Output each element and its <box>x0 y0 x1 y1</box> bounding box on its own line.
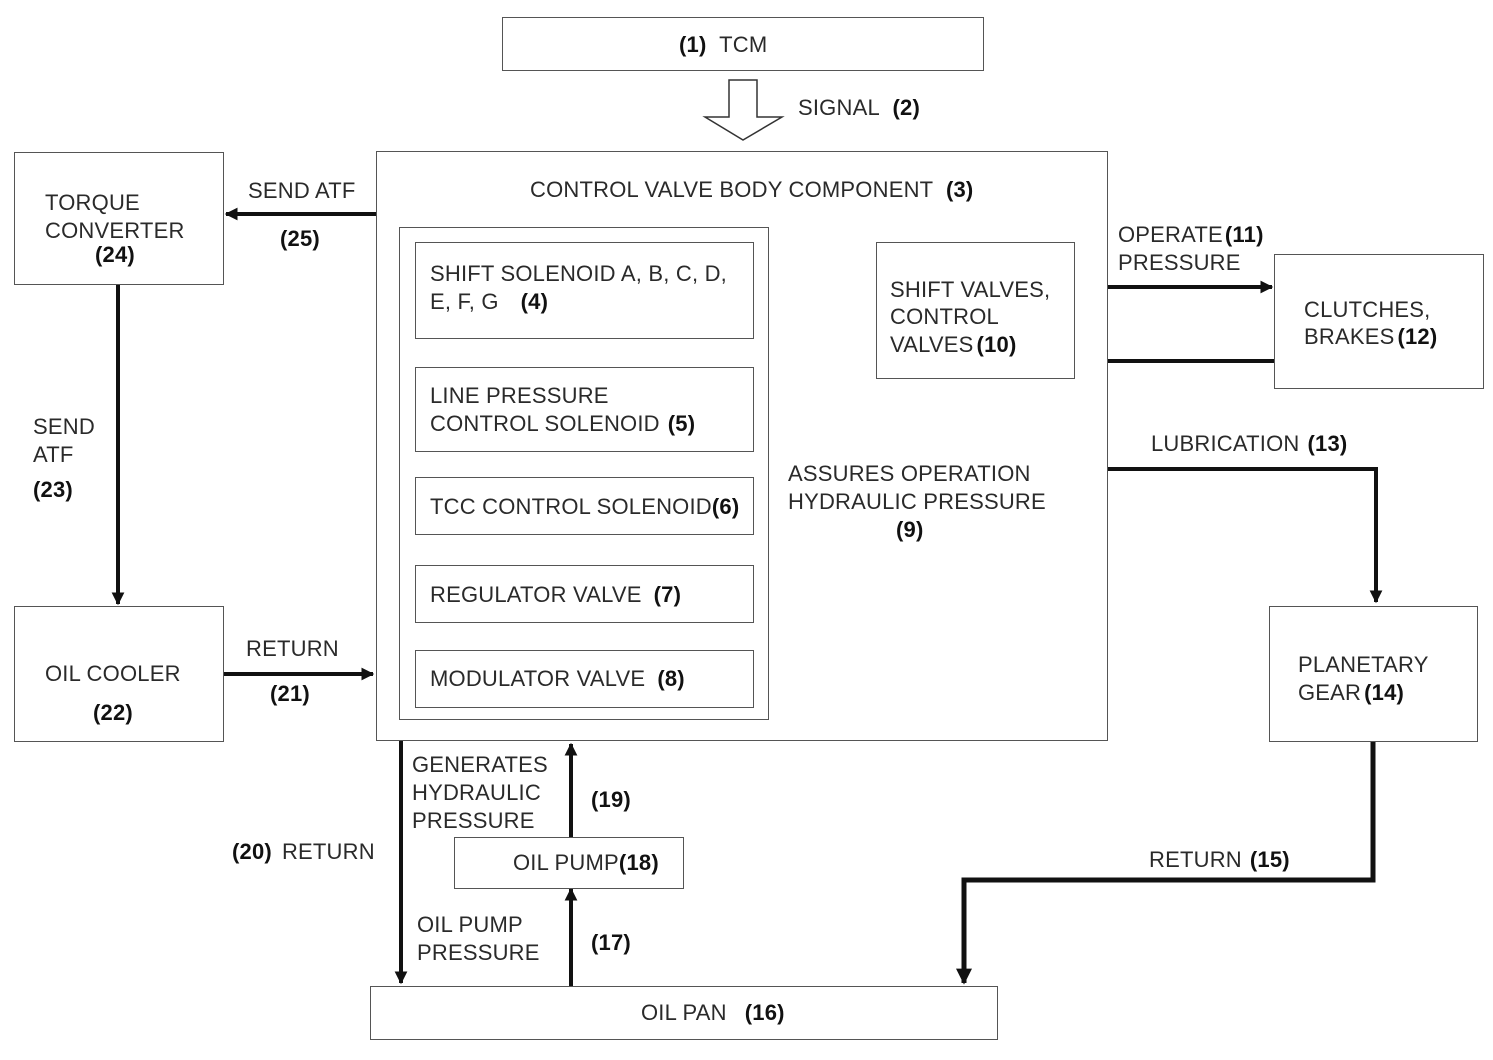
return-15-arrow <box>955 741 1376 985</box>
shift-solenoid-line2: E, F, G (4) <box>430 288 548 316</box>
assures-line1: ASSURES OPERATION <box>788 461 1031 486</box>
tcm-text: TCM <box>719 32 768 57</box>
generates-line1: GENERATES <box>412 752 548 777</box>
tcm-label: (1) TCM <box>679 31 767 59</box>
send-atf-23-line2: ATF <box>33 442 74 467</box>
generates-line3: PRESSURE <box>412 808 535 833</box>
oil-pump-pressure-num: (17) <box>591 930 631 955</box>
clutches-text2: BRAKES <box>1304 324 1395 349</box>
line-pressure-solenoid-text2: CONTROL SOLENOID <box>430 411 660 436</box>
planetary-gear-line2: GEAR(14) <box>1298 679 1404 707</box>
return-21-num: (21) <box>270 681 310 706</box>
torque-converter-box <box>14 152 224 285</box>
line-pressure-solenoid-box <box>415 367 754 452</box>
line-pressure-solenoid-line2: CONTROL SOLENOID (5) <box>430 410 695 438</box>
clutches-num: (12) <box>1397 324 1438 349</box>
return-21-label: RETURN <box>246 636 339 661</box>
modulator-valve-text: MODULATOR VALVE <box>430 666 646 691</box>
send-atf-23-num: (23) <box>33 477 73 502</box>
line-pressure-solenoid-num: (5) <box>667 411 696 436</box>
shift-valves-line2: CONTROL <box>890 304 999 329</box>
control-valve-body-num: (3) <box>945 177 974 202</box>
operate-pressure-line2: PRESSURE <box>1118 250 1241 275</box>
oil-pump-num: (18) <box>618 850 659 875</box>
oil-pan-text: OIL PAN <box>641 1000 727 1025</box>
oil-cooler-label: OIL COOLER <box>45 661 181 686</box>
planetary-gear-num: (14) <box>1364 680 1405 705</box>
return-20-label: (20) RETURN <box>232 838 375 866</box>
return-20-num: (20) <box>232 839 272 864</box>
lubrication-text: LUBRICATION <box>1151 431 1300 456</box>
planetary-gear-box <box>1269 606 1478 742</box>
assures-line2: HYDRAULIC PRESSURE <box>788 489 1046 514</box>
shift-valves-box <box>876 242 1075 379</box>
return-15-text: RETURN <box>1149 847 1242 872</box>
modulator-valve-box <box>415 650 754 708</box>
lubrication-arrow <box>1108 467 1383 604</box>
regulator-valve-num: (7) <box>653 582 682 607</box>
oil-pan-label: OIL PAN (16) <box>641 999 785 1027</box>
torque-converter-line2: CONVERTER <box>45 218 185 243</box>
send-atf-25-label: SEND ATF <box>248 178 356 203</box>
shift-valves-text3: VALVES <box>890 332 974 357</box>
tcc-solenoid-num: (6) <box>711 494 740 519</box>
modulator-valve-num: (8) <box>657 666 685 691</box>
oil-cooler-box <box>14 606 224 742</box>
send-atf-23-line1: SEND <box>33 414 95 439</box>
shift-solenoid-box <box>415 242 754 339</box>
clutches-line1: CLUTCHES, <box>1304 297 1431 322</box>
generates-num: (19) <box>591 787 631 812</box>
oil-pump-pressure-line2: PRESSURE <box>417 940 540 965</box>
signal-num: (2) <box>892 95 921 120</box>
regulator-valve-text: REGULATOR VALVE <box>430 582 642 607</box>
oil-pan-num: (16) <box>744 1000 785 1025</box>
oil-pump-label: OIL PUMP(18) <box>513 849 659 877</box>
tcm-num: (1) <box>679 32 707 57</box>
signal-text: SIGNAL <box>798 95 880 120</box>
lubrication-label: LUBRICATION (13) <box>1151 430 1347 458</box>
operate-pressure-line1: OPERATE(11) <box>1118 221 1264 249</box>
torque-converter-line1: TORQUE <box>45 190 140 215</box>
regulator-valve-label: REGULATOR VALVE (7) <box>430 581 681 609</box>
torque-converter-num: (24) <box>95 242 135 267</box>
send-atf-25-num: (25) <box>280 226 320 251</box>
control-valve-body-label: CONTROL VALVE BODY COMPONENT (3) <box>530 176 973 204</box>
shift-solenoid-line1: SHIFT SOLENOID A, B, C, D, <box>430 261 727 286</box>
control-valve-body-text: CONTROL VALVE BODY COMPONENT <box>530 177 934 202</box>
tcm-box <box>502 17 984 71</box>
shift-valves-line3: VALVES(10) <box>890 331 1016 359</box>
operate-pressure-num: (11) <box>1224 222 1264 247</box>
return-15-num: (15) <box>1249 847 1290 872</box>
signal-label: SIGNAL (2) <box>798 94 920 122</box>
clutches-box <box>1274 254 1484 389</box>
oil-pump-box <box>454 837 684 889</box>
tcc-solenoid-label: TCC CONTROL SOLENOID(6) <box>430 493 739 521</box>
oil-pan-box <box>370 986 998 1040</box>
shift-solenoid-text2: E, F, G <box>430 289 499 314</box>
return-20-text: RETURN <box>281 839 375 864</box>
planetary-gear-line1: PLANETARY <box>1298 652 1429 677</box>
regulator-valve-box <box>415 565 754 623</box>
oil-pump-text: OIL PUMP <box>513 850 619 875</box>
generates-line2: HYDRAULIC <box>412 780 541 805</box>
return-15-label: RETURN (15) <box>1149 846 1290 874</box>
shift-solenoid-num: (4) <box>520 289 549 314</box>
tcc-solenoid-text: TCC CONTROL SOLENOID <box>430 494 712 519</box>
clutches-line2: BRAKES(12) <box>1304 323 1437 351</box>
assures-num: (9) <box>896 517 924 542</box>
signal-arrow <box>702 79 785 141</box>
modulator-valve-label: MODULATOR VALVE (8) <box>430 665 685 693</box>
shift-valves-line1: SHIFT VALVES, <box>890 277 1051 302</box>
planetary-gear-text2: GEAR <box>1298 680 1362 705</box>
shift-valves-num: (10) <box>976 332 1017 357</box>
oil-cooler-num: (22) <box>93 700 133 725</box>
oil-pump-pressure-line1: OIL PUMP <box>417 912 523 937</box>
line-pressure-solenoid-line1: LINE PRESSURE <box>430 383 609 408</box>
lubrication-num: (13) <box>1307 431 1348 456</box>
tcc-solenoid-box <box>415 477 754 535</box>
operate-pressure-text1: OPERATE <box>1118 222 1223 247</box>
